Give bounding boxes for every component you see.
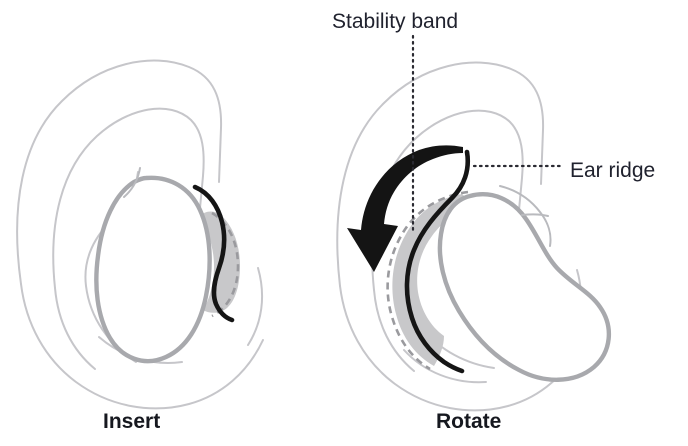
- earbud-body-left: [94, 175, 212, 364]
- earbud-body-right: [437, 192, 612, 382]
- stability-band-label: Stability band: [332, 10, 458, 33]
- caption-insert: Insert: [103, 410, 160, 433]
- ear-ridge-label: Ear ridge: [570, 159, 655, 182]
- panel-insert: [16, 59, 264, 410]
- ear-helix-outer-right: [336, 61, 545, 287]
- ear-lobe-outer-right: [339, 285, 583, 412]
- ear-antihelix-lower-right: [373, 289, 415, 372]
- stability-band-curve-right: [404, 149, 471, 374]
- caption-rotate: Rotate: [436, 410, 501, 433]
- ear-antihelix-upper-left: [52, 107, 205, 289]
- earbud-notch-left: [123, 167, 141, 198]
- stability-band-curve-left: [192, 184, 235, 323]
- ear-lobe-outer-left: [20, 283, 264, 410]
- ear-helix-outer-left: [16, 59, 223, 285]
- earbud-nozzle-seam-right: [521, 213, 549, 217]
- ear-antihelix-lower-left: [54, 287, 96, 370]
- stability-band-dashed-right: [386, 190, 469, 371]
- panel-rotate: [336, 61, 612, 412]
- rotate-arrow-icon: [347, 145, 463, 272]
- ear-inner-fold-right: [403, 349, 487, 384]
- earbud-nozzle-right: [499, 185, 552, 247]
- ear-outer-arc-right-left: [247, 267, 264, 346]
